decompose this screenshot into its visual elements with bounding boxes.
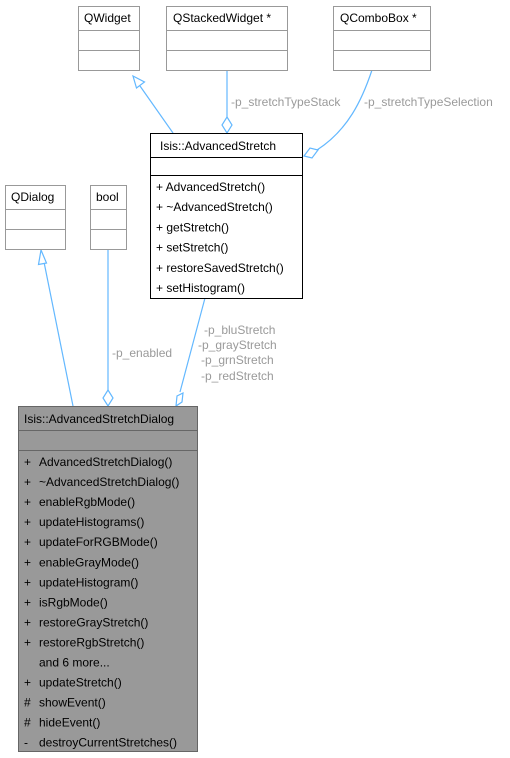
member-visibility: + bbox=[24, 575, 31, 589]
member-visibility: # bbox=[24, 696, 31, 710]
edge-stretch-type-stack: -p_stretchTypeStack bbox=[221, 70, 341, 135]
class-qcombobox[interactable]: QComboBox * bbox=[333, 6, 431, 71]
member-list: + AdvancedStretchDialog() + ~AdvancedStretc… bbox=[24, 455, 179, 750]
member-method: + ~AdvancedStretch() bbox=[156, 200, 273, 214]
member-list: + AdvancedStretch() + ~AdvancedStretch() +… bbox=[156, 180, 284, 295]
aggregation-diamond bbox=[175, 391, 184, 408]
class-title: QDialog bbox=[11, 190, 54, 204]
class-advanced-stretch[interactable]: Isis::AdvancedStretch + AdvancedStretch(… bbox=[150, 133, 303, 299]
class-qwidget[interactable]: QWidget bbox=[78, 6, 140, 71]
aggregation-diamond bbox=[221, 115, 233, 135]
member-visibility: + bbox=[24, 615, 31, 629]
member-visibility: + bbox=[24, 475, 31, 489]
member-method: hideEvent() bbox=[39, 716, 100, 730]
edge-stretch-type-selection: -p_stretchTypeSelection bbox=[302, 69, 493, 159]
member-method: updateHistograms() bbox=[39, 515, 144, 529]
member-method: restoreRgbStretch() bbox=[39, 635, 144, 649]
class-title: bool bbox=[96, 190, 119, 204]
class-title: QComboBox * bbox=[340, 11, 417, 25]
edge-inherits-qwidget bbox=[132, 74, 174, 134]
class-title: Isis::AdvancedStretchDialog bbox=[24, 412, 174, 426]
member-method: updateForRGBMode() bbox=[39, 535, 158, 549]
member-visibility: + bbox=[24, 535, 31, 549]
edge-label-grn-stretch: -p_grnStretch bbox=[201, 353, 274, 367]
member-method: AdvancedStretchDialog() bbox=[39, 455, 172, 469]
member-method: updateStretch() bbox=[39, 676, 122, 690]
member-method: + AdvancedStretch() bbox=[156, 180, 265, 194]
member-method: enableGrayMode() bbox=[39, 555, 139, 569]
member-method: isRgbMode() bbox=[39, 595, 108, 609]
member-visibility: + bbox=[24, 595, 31, 609]
member-method: updateHistogram() bbox=[39, 575, 138, 589]
member-method: + setHistogram() bbox=[156, 281, 245, 295]
inheritance-arrowhead bbox=[132, 74, 146, 89]
edge-label-red-stretch: -p_redStretch bbox=[201, 369, 274, 383]
member-method: + getStretch() bbox=[156, 220, 229, 234]
edge-label-gray-stretch: -p_grayStretch bbox=[198, 338, 277, 352]
member-visibility: + bbox=[24, 676, 31, 690]
edge-enabled: -p_enabled bbox=[102, 250, 172, 408]
class-title: QWidget bbox=[84, 11, 131, 25]
edge-label-stretch-type-selection: -p_stretchTypeSelection bbox=[364, 95, 493, 109]
aggregation-diamond bbox=[102, 388, 114, 408]
member-visibility: - bbox=[24, 736, 28, 750]
class-bool[interactable]: bool bbox=[90, 185, 127, 250]
class-advanced-stretch-dialog[interactable]: Isis::AdvancedStretchDialog + AdvancedStr… bbox=[18, 406, 198, 752]
inheritance-arrowhead bbox=[37, 247, 48, 266]
member-visibility: + bbox=[24, 455, 31, 469]
edge-inherits-qdialog bbox=[37, 247, 74, 407]
aggregation-diamond bbox=[302, 147, 320, 159]
class-title: Isis::AdvancedStretch bbox=[160, 139, 276, 153]
member-method: showEvent() bbox=[39, 696, 106, 710]
member-visibility: # bbox=[24, 716, 31, 730]
member-method: ~AdvancedStretchDialog() bbox=[39, 475, 179, 489]
member-method: and 6 more... bbox=[39, 656, 110, 670]
member-visibility: + bbox=[24, 515, 31, 529]
member-method: + setStretch() bbox=[156, 241, 228, 255]
class-title: QStackedWidget * bbox=[173, 11, 271, 25]
class-qstackedwidget[interactable]: QStackedWidget * bbox=[166, 6, 288, 71]
edge-label-stretch-type-stack: -p_stretchTypeStack bbox=[231, 95, 341, 109]
member-visibility: + bbox=[24, 635, 31, 649]
member-visibility: + bbox=[24, 495, 31, 509]
edge-label-blu-stretch: -p_bluStretch bbox=[204, 323, 275, 337]
member-method: restoreGrayStretch() bbox=[39, 615, 148, 629]
member-method: enableRgbMode() bbox=[39, 495, 135, 509]
edge-label-enabled: -p_enabled bbox=[112, 346, 172, 360]
edge-stretches: -p_bluStretch -p_grayStretch -p_grnStret… bbox=[175, 297, 277, 408]
member-visibility: + bbox=[24, 555, 31, 569]
member-method: + restoreSavedStretch() bbox=[156, 261, 284, 275]
class-qdialog[interactable]: QDialog bbox=[5, 185, 66, 250]
member-method: destroyCurrentStretches() bbox=[39, 736, 177, 750]
